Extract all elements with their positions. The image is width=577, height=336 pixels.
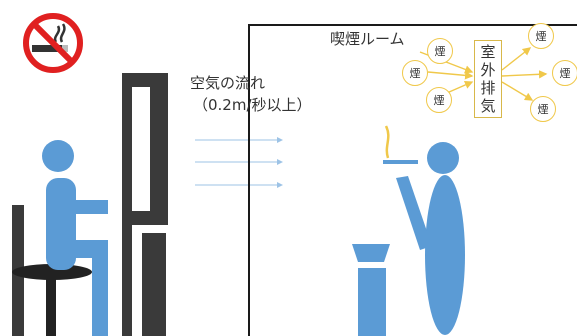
smoke-bubble: 煙 [402,60,428,86]
exhaust-label-box: 室 外 排 気 [474,40,502,118]
partition-bracket [122,73,168,336]
standing-smoker [352,142,465,336]
smoke-bubble: 煙 [552,60,577,86]
seated-person [12,140,108,336]
smoke-bubble: 煙 [530,96,556,122]
exhaust-char: 排 [480,79,496,97]
airflow-label: 空気の流れ [190,74,266,92]
smoke-bubble: 煙 [426,87,452,113]
exhaust-char: 気 [480,97,496,115]
room-title: 喫煙ルーム [330,30,405,48]
exhaust-char: 外 [480,61,496,79]
smoke-wisp [384,125,390,159]
smoking-room-box [248,24,577,336]
airflow-speed-label: （0.2m/秒以上） [193,96,312,114]
smoke-bubble: 煙 [528,23,554,49]
no-smoking-icon [23,13,83,73]
airflow-arrows [195,137,283,188]
exhaust-char: 室 [480,43,496,61]
smoke-bubble: 煙 [427,38,453,64]
